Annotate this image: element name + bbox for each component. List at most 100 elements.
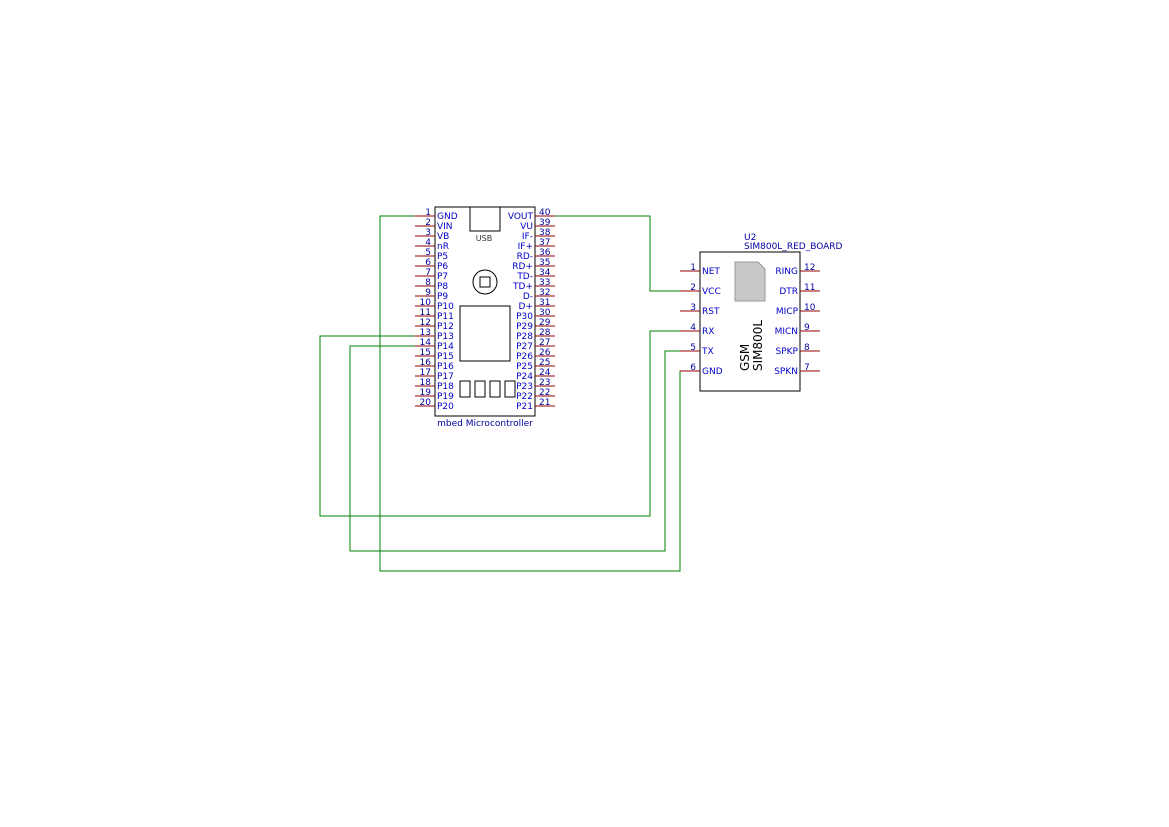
wire-p13-to-rx[interactable] — [319, 330, 700, 517]
wire-vout-to-vcc[interactable] — [535, 215, 700, 292]
mbed-left-pin-name: P18 — [437, 382, 454, 392]
mbed-left-pin-18[interactable]: 18 P18 — [415, 378, 454, 392]
mbed-right-pin-name: P28 — [516, 332, 533, 342]
gsm-left-pin-5[interactable]: 5 TX — [680, 343, 714, 357]
wire-p14-to-tx[interactable] — [349, 345, 700, 552]
mbed-left-pin-name: P19 — [437, 392, 454, 402]
gsm-right-pin-number: 11 — [804, 283, 815, 293]
gsm-left-pin-name: TX — [701, 347, 714, 357]
gsm-value: SIM800L_RED_BOARD — [744, 242, 843, 252]
mbed-left-pin-number: 15 — [420, 348, 431, 358]
mbed-right-pin-name: D+ — [519, 302, 533, 312]
gsm-left-pin-name: VCC — [702, 287, 721, 297]
gsm-left-pin-name: NET — [702, 267, 720, 277]
mbed-left-pin-name: P8 — [437, 282, 448, 292]
mbed-right-pin-39[interactable]: 39 VU — [520, 218, 555, 232]
gsm-right-pin-name: SPKP — [776, 347, 799, 357]
mbed-right-pin-32[interactable]: 32D- — [523, 288, 555, 302]
mbed-left-pin-name: P15 — [437, 352, 454, 362]
mbed-right-pin-number: 30 — [539, 308, 551, 318]
mbed-left-pin-name: P6 — [437, 262, 448, 272]
reset-button-core — [479, 276, 491, 288]
mbed-left-pin-19[interactable]: 19 P19 — [415, 388, 454, 402]
mbed-right-pin-number: 39 — [539, 218, 551, 228]
gsm-right-pin-11[interactable]: 11 DTR — [779, 283, 820, 297]
mbed-right-pin-number: 40 — [539, 208, 551, 218]
mbed-right-pin-number: 24 — [539, 368, 551, 378]
gsm-left-pin-number: 5 — [690, 343, 696, 353]
mbed-right-pin-23[interactable]: 23 P23 — [516, 378, 555, 392]
mbed-right-pin-name: VU — [520, 222, 533, 232]
mbed-right-pin-number: 23 — [539, 378, 550, 388]
mbed-right-pin-name: P23 — [516, 382, 533, 392]
mbed-right-pin-number: 25 — [539, 358, 550, 368]
led-2 — [474, 380, 486, 398]
mbed-left-pin-number: 2 — [425, 218, 431, 228]
mbed-left-pin-name: P10 — [437, 302, 454, 312]
mbed-left-pin-name: nR — [437, 242, 449, 252]
mbed-left-pin-number: 18 — [420, 378, 432, 388]
mbed-right-pin-number: 32 — [539, 288, 550, 298]
mbed-right-pin-name: P26 — [516, 352, 533, 362]
gsm-right-pin-name: DTR — [779, 287, 798, 297]
mbed-left-pin-name: P5 — [437, 252, 448, 262]
mbed-right-pin-name: TD- — [516, 272, 533, 282]
mbed-left-pin-number: 19 — [420, 388, 432, 398]
mbed-right-pin-name: P22 — [516, 392, 533, 402]
gsm-right-pin-number: 9 — [804, 323, 810, 333]
gsm-left-pin-number: 3 — [690, 303, 696, 313]
gsm-left-pin-name: RX — [702, 327, 714, 337]
mbed-left-pin-number: 3 — [425, 228, 431, 238]
mbed-left-pin-15[interactable]: 15 P15 — [415, 348, 454, 362]
led-1 — [459, 380, 471, 398]
mbed-right-pin-31[interactable]: 31D+ — [519, 298, 555, 312]
